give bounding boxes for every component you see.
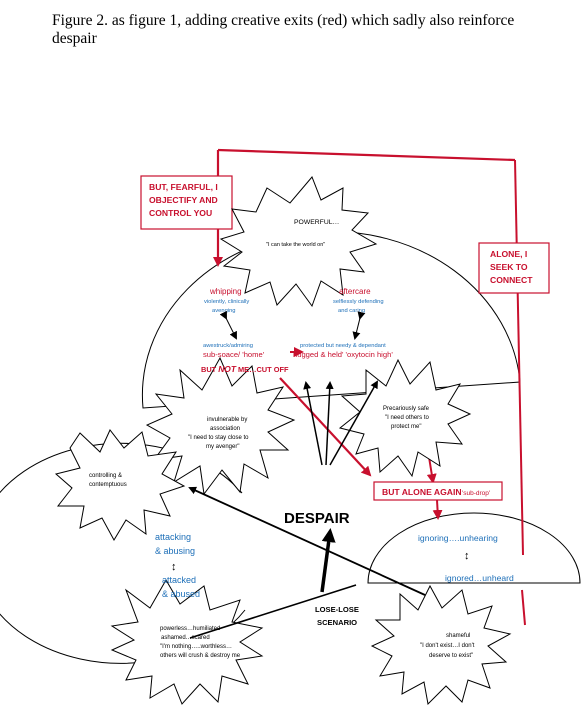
precarious-line-2: "I need others to [385, 415, 429, 421]
aftercare-sub-2: and caring [338, 308, 365, 314]
caption-line-1: Figure 2. as figure 1, adding creative e… [52, 12, 515, 29]
long-diagonal-arrow [188, 486, 426, 596]
lose-lose-line-2: SCENARIO [317, 618, 357, 627]
shameful-line-1: shameful [446, 633, 470, 639]
powerful-star: POWERFUL… "I can take the world on" [219, 176, 378, 308]
right-dome-contents: ignoring….unhearing ↕ ignored…unheard [418, 533, 514, 583]
alone-again-box: BUT ALONE AGAIN 'sub-drop' [373, 481, 503, 501]
left-circle-contents: attacking & abusing ↕ attacked & abused [155, 532, 200, 599]
invulnerable-line-1: invulnerable by [207, 417, 247, 423]
lose-lose-line-1: LOSE-LOSE [315, 605, 359, 614]
center-labels: DESPAIR LOSE-LOSE SCENARIO [284, 510, 359, 627]
despair-arrow-2 [325, 381, 334, 466]
abusing-label: & abusing [155, 546, 195, 556]
red-top-line [217, 148, 516, 162]
subspace-label: sub-soace/ 'home' [203, 350, 265, 359]
shameful-star: shameful "I don't exist…I don't deserve … [370, 584, 512, 706]
invulnerable-line-3: "I need to stay close to [188, 435, 249, 441]
precarious-star: Precariously safe "I need others to prot… [338, 358, 472, 478]
fearful-box: BUT, FEARFUL, I OBJECTIFY AND CONTROL YO… [140, 175, 233, 230]
precarious-line-1: Precariously safe [383, 406, 430, 412]
alone-again-label: BUT ALONE AGAIN [382, 487, 462, 497]
attacking-label: attacking [155, 532, 191, 542]
ignored-label: ignored…unheard [445, 573, 514, 583]
invulnerable-line-4: my avenger" [206, 444, 239, 450]
whipping-sub-1: violently, clinically [204, 299, 249, 305]
fearful-line-2: OBJECTIFY AND [149, 195, 218, 205]
hugged-label: hugged & held' 'oxytocin high' [293, 350, 393, 359]
powerless-star: powerless…humiliated ashamed…scared "I'm… [110, 579, 264, 705]
red-right-line [514, 159, 524, 556]
aftercare-sub-1: selflessly defending [333, 299, 384, 305]
left-updown-arrow: ↕ [171, 561, 177, 573]
whipping-arrow [219, 310, 237, 340]
controlling-star: controlling & contemptuous [54, 429, 186, 542]
precarious-line-3: protect me" [391, 424, 421, 430]
right-updown-arrow: ↕ [464, 550, 470, 562]
whipping-sub-2: avenging [212, 308, 236, 314]
controlling-line-2: contemptuous [89, 482, 127, 488]
caption-line-2: despair [52, 30, 97, 47]
fearful-line-3: CONTROL YOU [149, 208, 212, 218]
alone-line-2: SEEK TO [490, 262, 528, 272]
lower-diagonal-line [189, 584, 357, 639]
controlling-line-1: controlling & [89, 473, 122, 479]
dome-contents: whipping violently, clinically avenging … [201, 287, 393, 374]
aftercare-label: aftercare [339, 287, 371, 296]
shameful-line-2: "I don't exist…I don't [420, 643, 475, 649]
alone-box: ALONE, I SEEK TO CONNECT [478, 242, 550, 294]
sub-drop-label: 'sub-drop' [462, 490, 490, 497]
despair-main-arrow [320, 528, 336, 593]
invulnerable-star: invulnerable by association "I need to s… [145, 356, 296, 496]
not-me-label: BUT NOT ME…CUT OFF [201, 364, 289, 374]
powerless-line-4: others will crush & destroy me [160, 653, 241, 659]
aftercare-arrow [352, 311, 366, 340]
despair-arrow-3 [329, 380, 378, 466]
powerless-line-1: powerless…humiliated [160, 626, 220, 632]
ignoring-label: ignoring….unhearing [418, 533, 498, 543]
powerful-quote: "I can take the world on" [266, 242, 325, 248]
black-arrows [188, 380, 426, 639]
red-cutoff-arrow [279, 377, 372, 477]
powerful-title: POWERFUL… [294, 219, 339, 226]
awestruck-label: awestruck/admiring [203, 343, 253, 349]
right-dome [367, 512, 581, 584]
alone-line-1: ALONE, I [490, 249, 527, 259]
red-bottom-right [521, 589, 526, 626]
red-alone-again-arrow [432, 499, 443, 520]
attacked-label: attacked [162, 575, 196, 585]
despair-label: DESPAIR [284, 510, 350, 527]
alone-line-3: CONNECT [490, 275, 533, 285]
figure-caption: Figure 2. as figure 1, adding creative e… [52, 12, 552, 48]
despair-arrow-1 [303, 381, 323, 466]
abused-label: & abused [162, 589, 200, 599]
whipping-label: whipping [209, 287, 242, 296]
powerless-line-3: "I'm nothing…..worthless… [160, 644, 232, 650]
protected-label: protected but needy & dependant [300, 343, 386, 349]
invulnerable-line-2: association [210, 426, 240, 432]
powerless-line-2: ashamed…scared [161, 635, 210, 641]
shameful-line-3: deserve to exist" [429, 653, 473, 659]
fearful-line-1: BUT, FEARFUL, I [149, 182, 218, 192]
